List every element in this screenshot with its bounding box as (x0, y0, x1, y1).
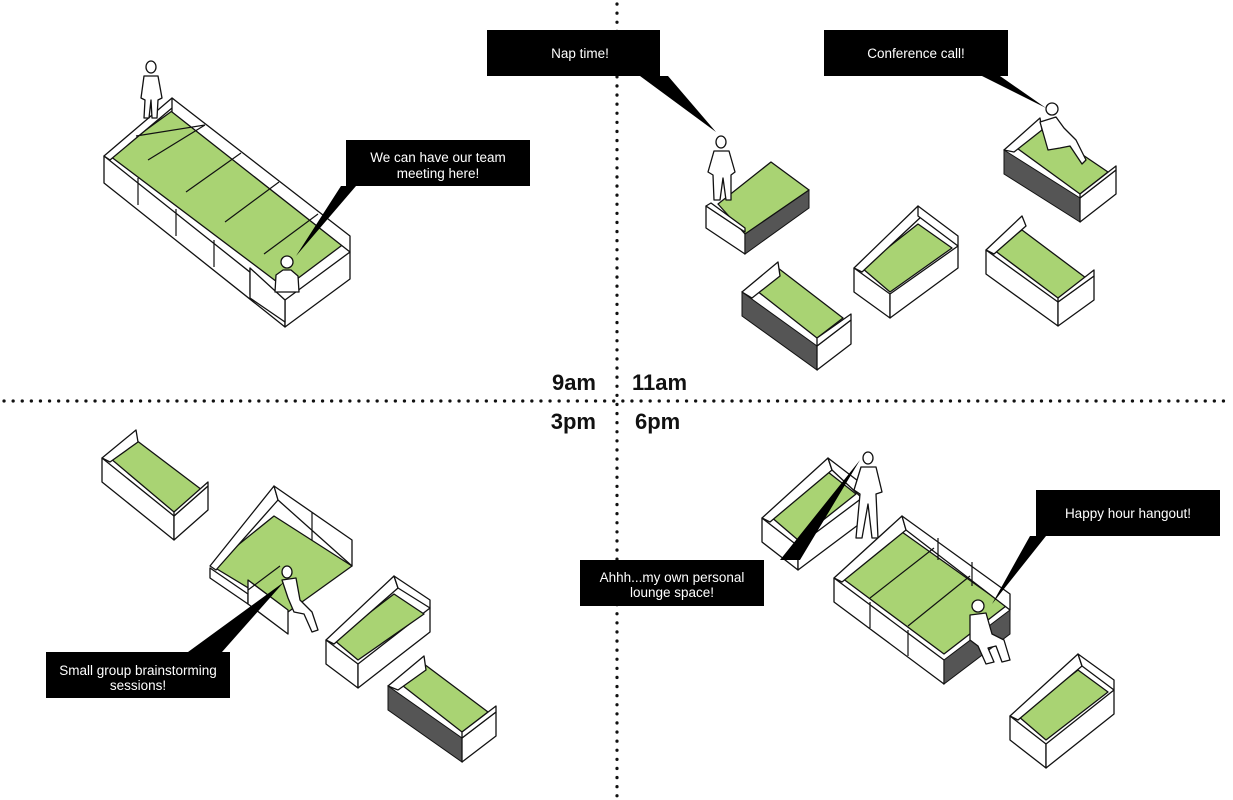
bubble-brainstorming-line1: Small group brainstorming (59, 663, 217, 678)
chaise-lower (741, 261, 852, 371)
sofa-brainstorm (209, 485, 353, 635)
quadrant-3pm: Small group brainstorming sessions! (46, 429, 497, 763)
standing-person (140, 60, 163, 119)
seated-person (274, 255, 300, 293)
bubble-personal-lounge: Ahhh...my own personal lounge space! (580, 460, 860, 606)
bubble-nap-time-text: Nap time! (551, 46, 609, 61)
quadrant-6pm: Ahhh...my own personal lounge space! Hap… (580, 451, 1220, 769)
armchair-middle (853, 205, 959, 319)
sofa-happy-hour (833, 515, 1011, 686)
bubble-team-meeting-line1: We can have our team (370, 150, 506, 165)
time-label-9am: 9am (552, 370, 596, 395)
bubble-personal-lounge-line1: Ahhh...my own personal (600, 570, 745, 585)
seated-person-brainstorm (281, 565, 319, 633)
bubble-happy-hour-text: Happy hour hangout! (1065, 506, 1191, 521)
bubble-brainstorming: Small group brainstorming sessions! (46, 582, 284, 698)
armchair-conference (1003, 117, 1117, 223)
armchair-right (985, 215, 1095, 327)
sectional-sofa-long (103, 97, 351, 328)
time-label-6pm: 6pm (635, 409, 680, 434)
bubble-brainstorming-line2: sessions! (110, 678, 166, 693)
standing-person-nap (707, 135, 736, 201)
armchair-6pm-bottom (1009, 653, 1115, 769)
bubble-personal-lounge-line2: lounge space! (630, 585, 714, 600)
time-label-3pm: 3pm (551, 409, 596, 434)
standing-person-lounge (853, 451, 883, 539)
bubble-conference-call: Conference call! (824, 30, 1046, 108)
bubble-team-meeting-line2: meeting here! (397, 166, 480, 181)
quadrant-9am: We can have our team meeting here! (103, 60, 530, 328)
time-label-11am: 11am (632, 370, 687, 395)
quadrant-11am: Nap time! Conference call! (487, 30, 1117, 371)
bench-nap (705, 161, 810, 255)
bubble-conference-call-text: Conference call! (867, 46, 965, 61)
armchair-lounge (761, 457, 863, 571)
seated-person-happy-hour (969, 599, 1011, 665)
seated-person-phone (1039, 102, 1087, 165)
bubble-team-meeting: We can have our team meeting here! (296, 140, 530, 256)
armchair-3pm-right (325, 575, 431, 689)
armchair-top-left (101, 429, 209, 541)
chaise-3pm-bottom (387, 655, 497, 763)
bubble-nap-time: Nap time! (487, 30, 716, 132)
bubble-happy-hour: Happy hour hangout! (992, 490, 1220, 604)
